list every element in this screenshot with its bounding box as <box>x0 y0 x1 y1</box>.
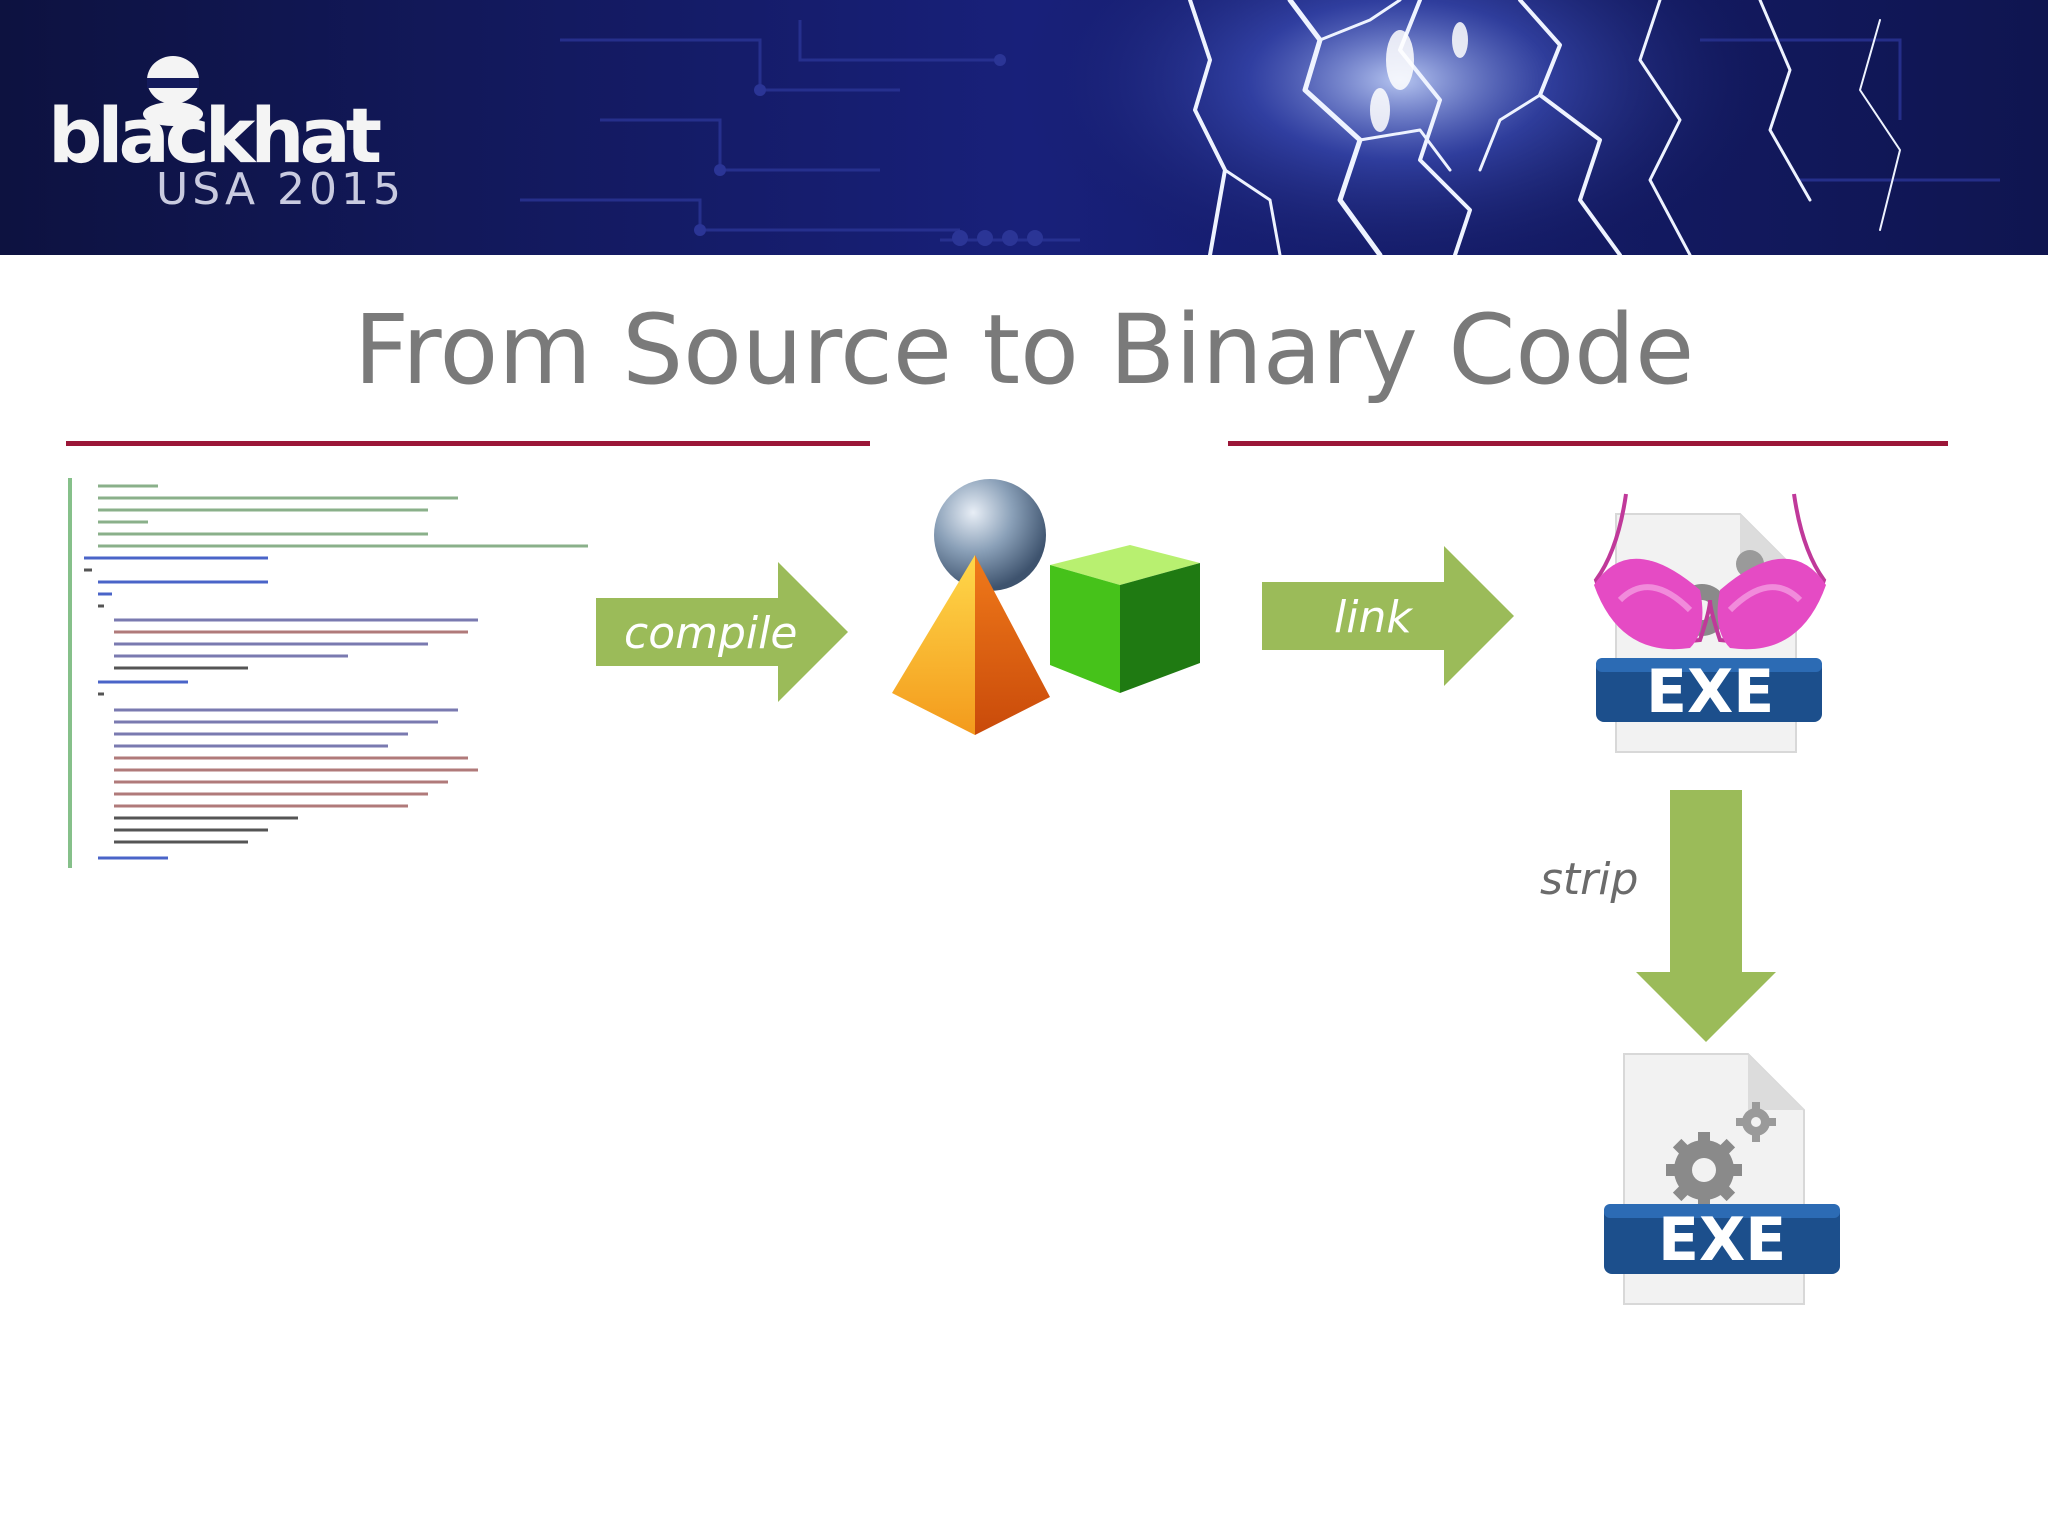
strip-arrow <box>1636 790 1776 1042</box>
logo-subtitle: USA 2015 <box>156 164 406 215</box>
compile-arrow <box>596 562 848 702</box>
object-files-icon <box>892 479 1200 735</box>
exe-file-icon-top: EXE <box>1590 490 1830 760</box>
exe-label-top: EXE <box>1646 657 1775 727</box>
compile-label: compile <box>624 608 798 659</box>
title-rule-left <box>66 441 870 446</box>
slide-title: From Source to Binary Code <box>353 294 1695 406</box>
link-arrow <box>1262 546 1514 686</box>
hat-icon <box>143 56 203 126</box>
exe-file-icon-bottom: EXE <box>1600 1050 1840 1310</box>
exe-file-graphic <box>1593 493 1827 753</box>
logo-word: blackhat <box>48 91 382 180</box>
link-label: link <box>1334 592 1412 643</box>
header-banner: blackhat USA 2015 <box>0 0 2048 255</box>
exe-file-graphic-stripped <box>1604 1053 1840 1305</box>
source-code-image <box>68 478 588 868</box>
strip-label: strip <box>1540 854 1639 905</box>
blackhat-logo: blackhat USA 2015 <box>48 48 448 218</box>
title-rule-right <box>1228 441 1948 446</box>
exe-label-bottom: EXE <box>1658 1205 1787 1275</box>
lightning-background <box>0 0 2048 255</box>
